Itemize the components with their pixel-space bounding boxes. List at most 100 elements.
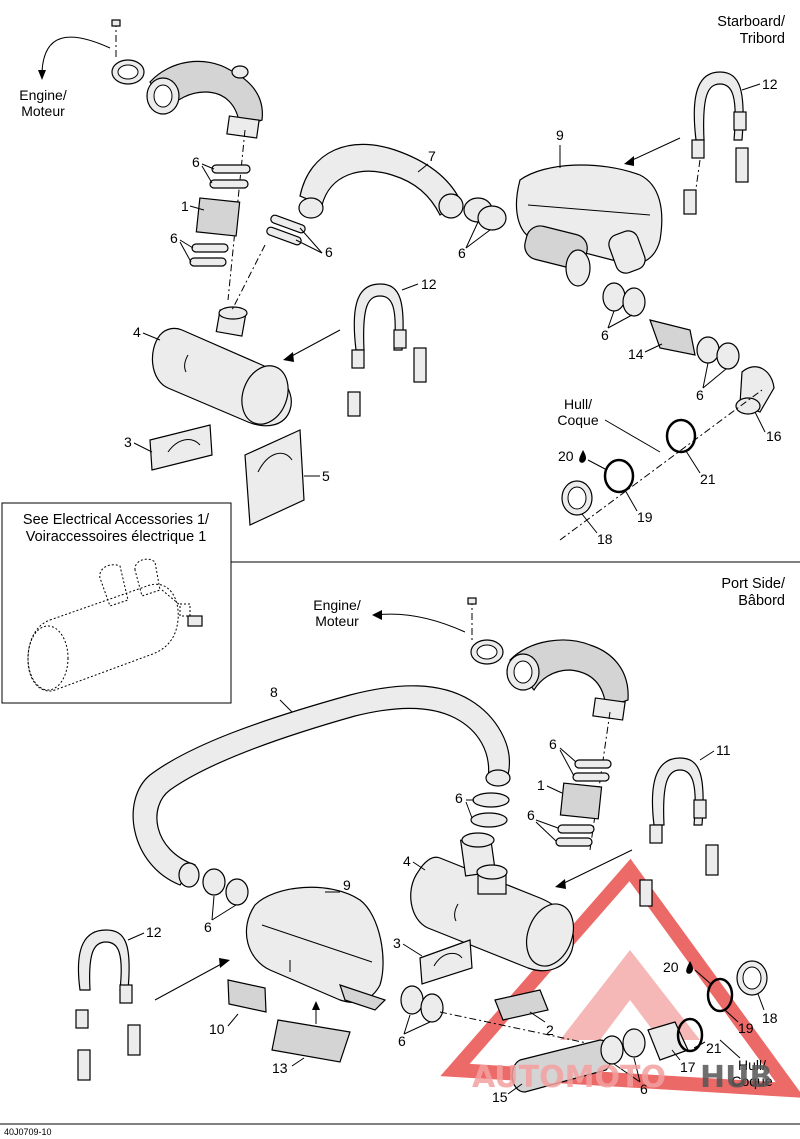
inset-connector-icon bbox=[187, 615, 203, 627]
callout-9-top: 9 bbox=[556, 127, 564, 143]
callout-3-bottom: 3 bbox=[393, 935, 401, 951]
callout-20-top: 20 bbox=[558, 448, 574, 464]
clamp-b6f bbox=[470, 812, 508, 828]
clamp-6d-top bbox=[189, 257, 227, 267]
clamp-6a-top bbox=[211, 164, 251, 174]
callout-11: 11 bbox=[716, 742, 731, 758]
clamp-b8b bbox=[225, 878, 249, 906]
waterbox-9-bottom bbox=[245, 886, 387, 1011]
clamp-14d bbox=[716, 342, 740, 370]
muffler-4-bottom bbox=[410, 832, 574, 972]
strap-12-bottom bbox=[77, 929, 130, 991]
support-3-top bbox=[149, 424, 213, 471]
callout-6e-top: 6 bbox=[601, 327, 609, 343]
callout-6d-top: 6 bbox=[458, 245, 466, 261]
callout-17: 17 bbox=[680, 1059, 696, 1075]
header-starboard-line2: Tribord bbox=[740, 31, 785, 47]
callout-1-bottom: 1 bbox=[537, 777, 545, 793]
axis-hull-top bbox=[559, 389, 763, 541]
callout-8: 8 bbox=[270, 684, 278, 700]
watermark-text-hub: HUB bbox=[700, 1060, 772, 1095]
clamp-6c-top bbox=[191, 243, 229, 253]
electrical-inset: See Electrical Accessories 1/ Voiraccess… bbox=[23, 512, 210, 692]
clamp-14a bbox=[602, 282, 626, 312]
starboard-section: Starboard/ Tribord Engine/ Moteur Hull/ … bbox=[19, 14, 786, 547]
header-port-line1: Port Side/ bbox=[721, 576, 786, 592]
header-starboard-line1: Starboard/ bbox=[717, 14, 786, 30]
support-3-bottom bbox=[419, 939, 473, 985]
inset-title-line1: See Electrical Accessories 1/ bbox=[23, 512, 210, 528]
engine-arrow-top bbox=[41, 36, 111, 73]
exhaust-elbow-top bbox=[149, 60, 263, 129]
clamp-14b bbox=[622, 287, 646, 317]
hose-14 bbox=[649, 319, 696, 356]
callout-7: 7 bbox=[428, 148, 436, 164]
pad-10 bbox=[227, 979, 267, 1013]
clamp-b6c bbox=[557, 824, 595, 834]
pipe-7 bbox=[299, 143, 461, 216]
callout-6a-top: 6 bbox=[192, 154, 200, 170]
engine-label-top-line1: Engine/ bbox=[19, 87, 67, 103]
callout-19-top: 19 bbox=[637, 509, 653, 525]
engine-arrow-head-top bbox=[38, 70, 46, 80]
hose-1-top bbox=[195, 197, 241, 237]
hull-label-bottom-line1: Hull/ bbox=[738, 1057, 766, 1073]
axis-muffler-top bbox=[231, 244, 266, 311]
clamp-b9b bbox=[420, 993, 444, 1023]
gasket-19-top bbox=[603, 458, 635, 494]
clamp-b6a bbox=[574, 759, 612, 769]
inset-title-line2: Voiraccessoires électrique 1 bbox=[26, 529, 207, 545]
pad-13 bbox=[271, 1019, 351, 1063]
arrow-to-waterbox bbox=[627, 137, 681, 163]
callout-15: 15 bbox=[492, 1089, 508, 1105]
callout-9-bottom: 9 bbox=[343, 877, 351, 893]
callout-6f-top: 6 bbox=[696, 387, 704, 403]
inset-box bbox=[1, 502, 232, 704]
pad-2 bbox=[494, 989, 549, 1021]
support-5 bbox=[244, 429, 305, 526]
waterbox-9-top bbox=[515, 164, 663, 287]
engine-label-top-line2: Moteur bbox=[21, 103, 65, 119]
callout-19-bottom: 19 bbox=[738, 1020, 754, 1036]
callout-6e-bottom: 6 bbox=[398, 1033, 406, 1049]
hull-label-bottom-line2: Coque bbox=[731, 1073, 772, 1089]
clamp-14c bbox=[696, 336, 720, 364]
hose-coupler-top bbox=[226, 115, 260, 139]
clamp-6b-top bbox=[209, 179, 249, 189]
strap-12-right bbox=[693, 71, 744, 141]
strap-11 bbox=[651, 757, 704, 826]
exhaust-elbow-bottom bbox=[509, 639, 629, 709]
callout-10: 10 bbox=[209, 1021, 225, 1037]
callout-12a-top: 12 bbox=[762, 76, 778, 92]
callout-16: 16 bbox=[766, 428, 782, 444]
callout-12-bottom: 12 bbox=[146, 924, 162, 940]
callout-13: 13 bbox=[272, 1060, 288, 1076]
callout-21-top: 21 bbox=[700, 471, 716, 487]
callout-6b-bottom: 6 bbox=[527, 807, 535, 823]
callout-6d-bottom: 6 bbox=[204, 919, 212, 935]
header-port-line2: Bâbord bbox=[738, 593, 785, 609]
inset-muffler-sketch bbox=[27, 558, 203, 692]
callout-14: 14 bbox=[628, 346, 644, 362]
hull-label-top-line2: Coque bbox=[557, 412, 598, 428]
muffler-4-top bbox=[151, 306, 292, 427]
clamp-b9a bbox=[400, 985, 424, 1015]
watermark-text-auto: AUTOMOTO bbox=[472, 1060, 666, 1095]
clamp-b6d bbox=[555, 837, 593, 847]
drop-20-bottom bbox=[686, 961, 693, 974]
hull-label-top-line1: Hull/ bbox=[564, 396, 592, 412]
clamp-b8a bbox=[202, 868, 226, 896]
engine-stud-top bbox=[111, 19, 121, 27]
watermark-inner-mark bbox=[560, 950, 700, 1040]
callout-6c-top: 6 bbox=[325, 244, 333, 260]
pipe-8 bbox=[132, 685, 510, 886]
callout-12b-top: 12 bbox=[421, 276, 437, 292]
clamp-b15a bbox=[600, 1035, 624, 1065]
clamp-b6b bbox=[572, 772, 610, 782]
callout-18-bottom: 18 bbox=[762, 1010, 778, 1026]
port-side-section: Port Side/ Bâbord Engine/ Moteur Hull/ C… bbox=[75, 576, 786, 1105]
gasket-19-bottom bbox=[706, 977, 734, 1013]
gasket-21-top bbox=[665, 418, 697, 454]
gasket-21-bottom bbox=[676, 1017, 704, 1053]
